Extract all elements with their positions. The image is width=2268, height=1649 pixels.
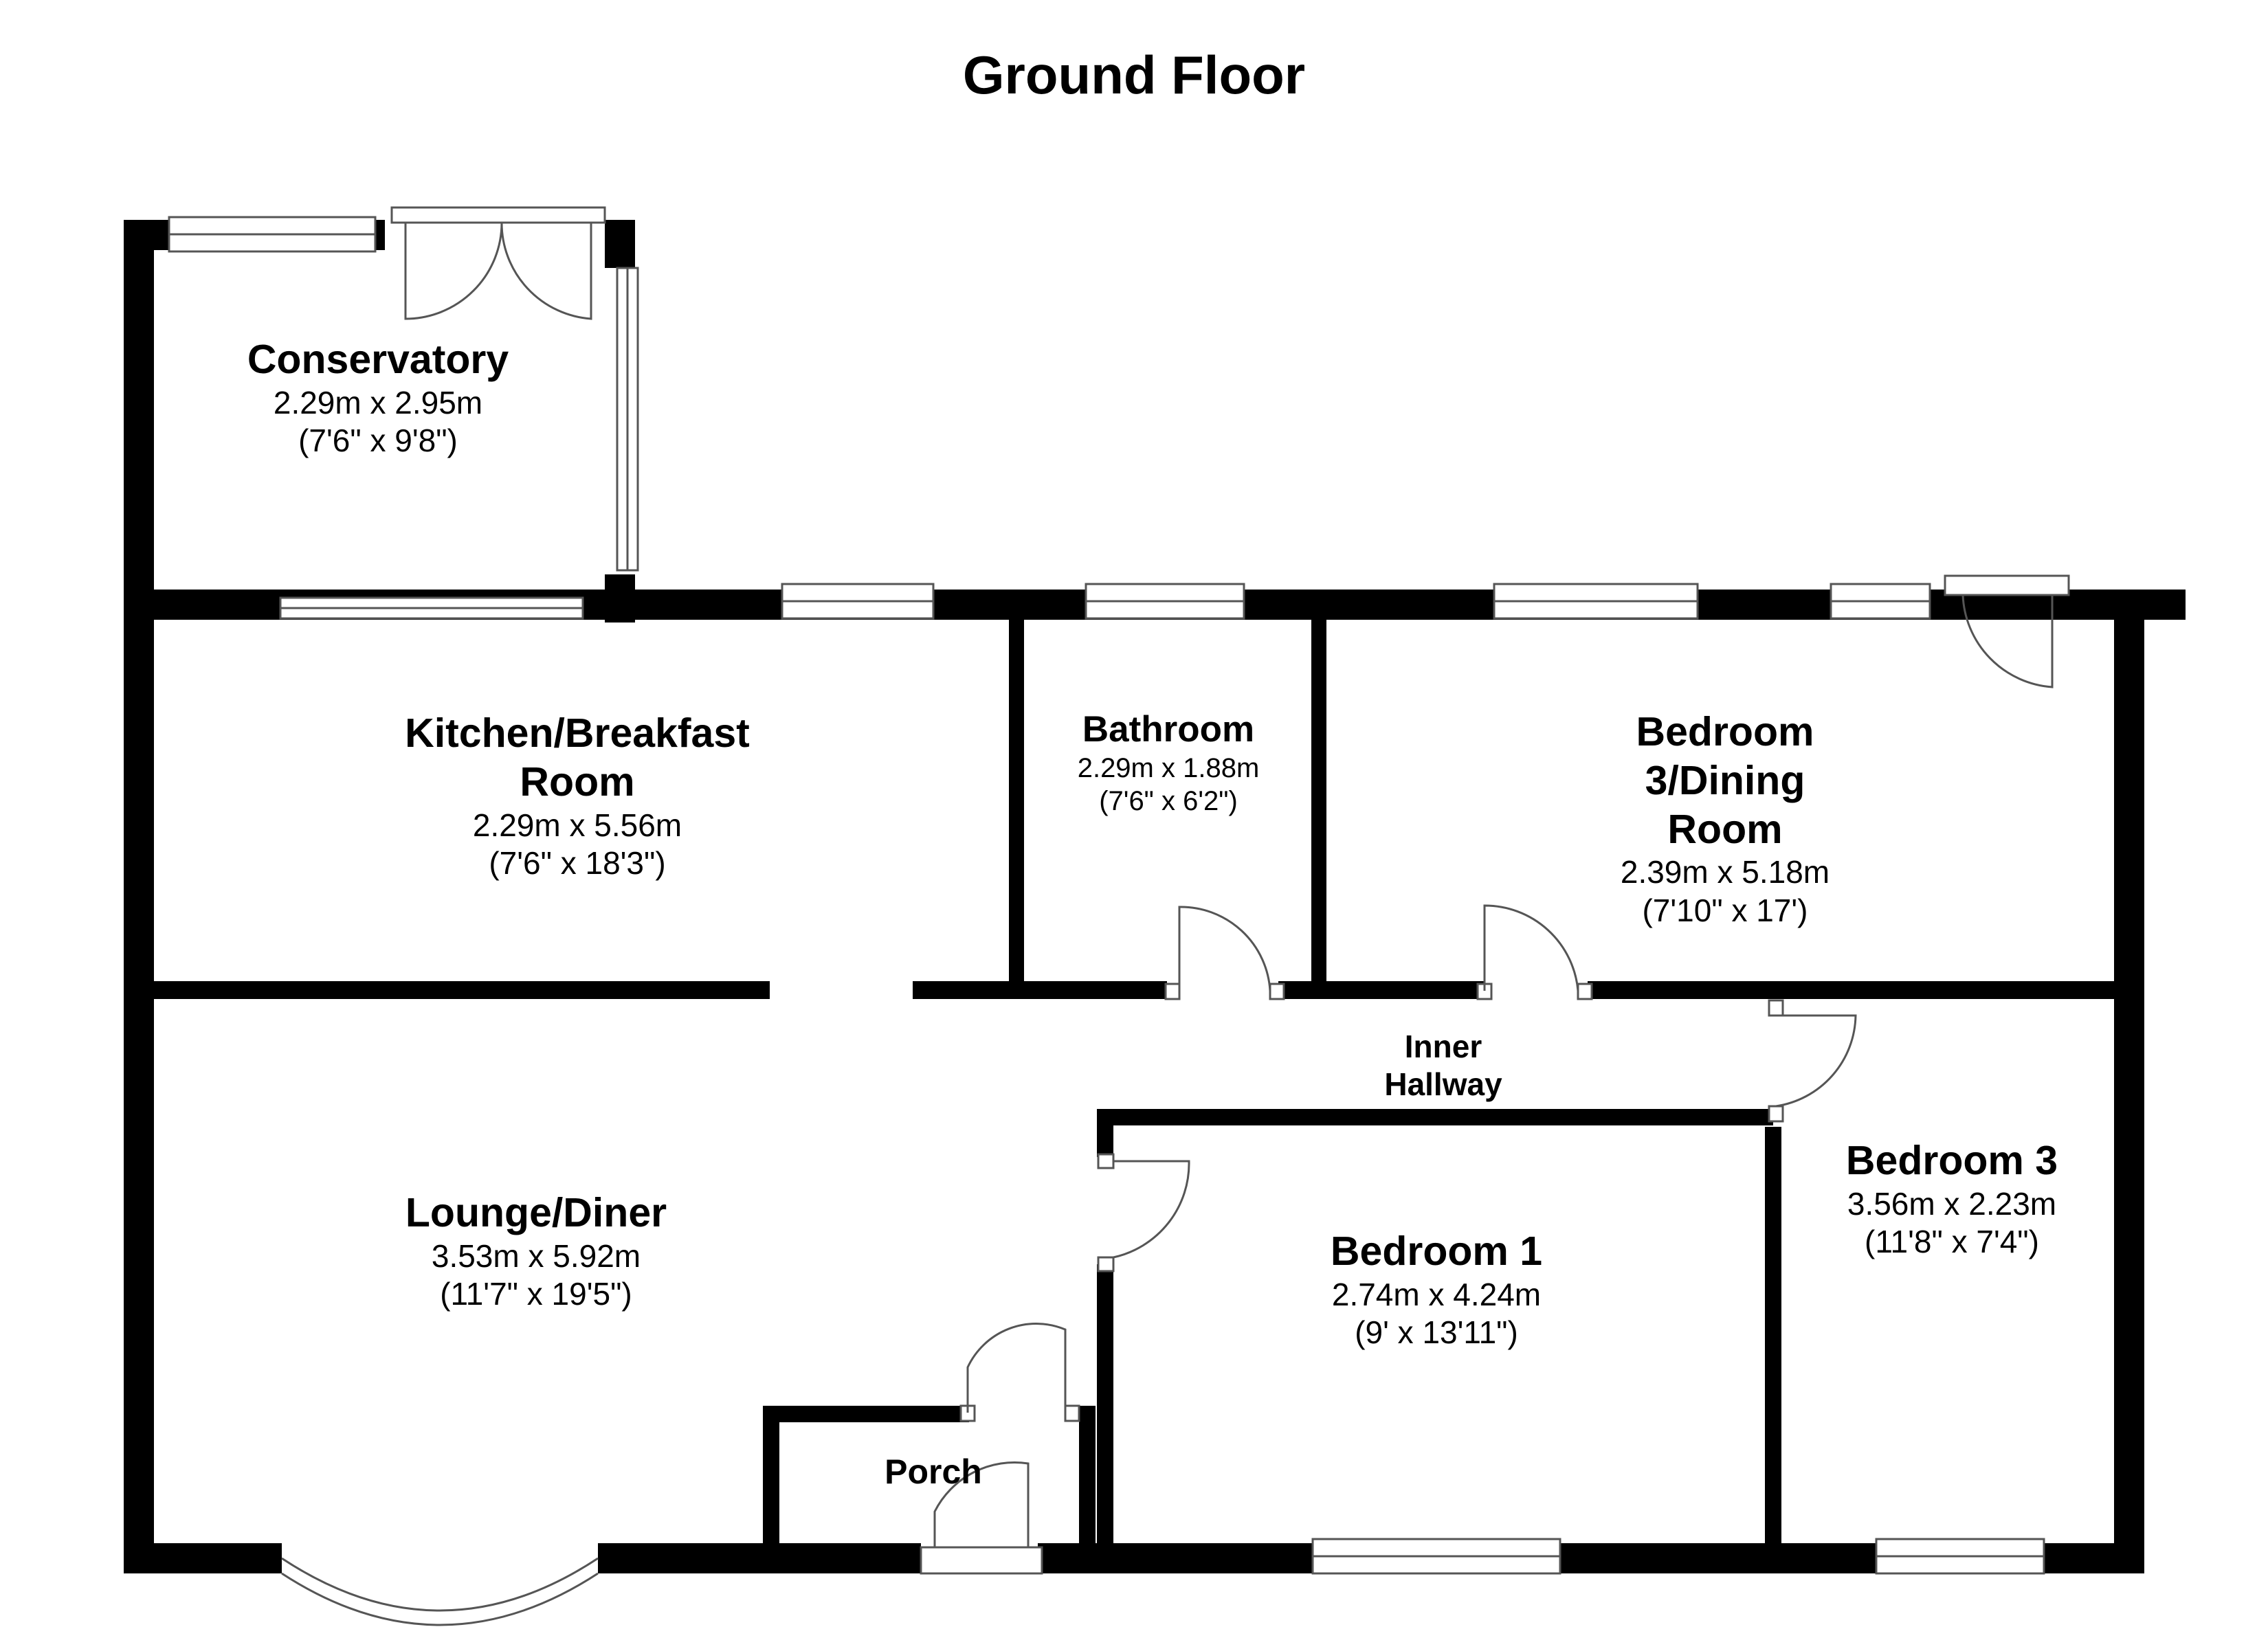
room-dimensions-metric: 2.74m x 4.24m: [1331, 1276, 1542, 1312]
wall-east: [2114, 590, 2144, 1573]
room-label-conservatory: Conservatory 2.29m x 2.95m (7'6" x 9'8"): [241, 335, 515, 460]
room-name: Porch: [885, 1452, 982, 1491]
room-dimensions-imperial: (7'6" x 6'2"): [1099, 785, 1238, 816]
room-label-lounge: Lounge/Diner 3.53m x 5.92m (11'7" x 19'5…: [371, 1189, 701, 1313]
wall-porch-east: [1079, 1406, 1096, 1557]
wall-hall-bed1-north: [1097, 1109, 1773, 1125]
floor-title: Ground Floor: [962, 45, 1306, 105]
room-name: Bathroom: [1082, 709, 1255, 750]
room-dimensions-imperial: (7'6" x 9'8"): [298, 422, 458, 458]
room-name: Conservatory: [247, 337, 509, 382]
window-bedroom-dining-north: [1493, 583, 1699, 620]
door-bathroom: [1164, 906, 1285, 1000]
wall-kitchen-lounge: [154, 981, 770, 999]
wall-west: [124, 220, 154, 1573]
window-conservatory-east: [616, 267, 639, 572]
door-porch-front: [920, 1461, 1043, 1575]
room-dimensions-metric: 3.53m x 5.92m: [431, 1237, 641, 1274]
room-label-bedroom3: Bedroom 3 3.56m x 2.23m (11'8" x 7'4"): [1814, 1136, 2089, 1261]
door-porch-inner: [959, 1323, 1080, 1422]
wall-kitchen-bath: [913, 981, 1167, 999]
wall-bed1-east: [1765, 1127, 1781, 1560]
room-name-line2: Room: [520, 759, 635, 805]
room-dimensions-imperial: (9' x 13'11"): [1355, 1314, 1518, 1350]
wall-conservatory-east-post: [605, 220, 635, 268]
room-label-inner-hallway: Inner Hallway: [1306, 1028, 1581, 1103]
door-bedroom-dining-internal: [1476, 904, 1593, 1000]
wall-south-mid: [598, 1543, 921, 1573]
wall-hall-bed1-west-top: [1097, 1109, 1113, 1157]
window-bathroom-north: [1085, 583, 1245, 620]
room-name-line2: 3/Dining: [1645, 757, 1805, 803]
room-dimensions-metric: 2.29m x 5.56m: [472, 807, 682, 843]
room-dimensions-imperial: (11'7" x 19'5"): [440, 1275, 632, 1312]
room-name-line1: Bedroom: [1636, 709, 1814, 754]
room-label-bathroom: Bathroom 2.29m x 1.88m (7'6" x 6'2"): [1031, 708, 1306, 818]
room-dimensions-imperial: (7'6" x 18'3"): [489, 844, 666, 881]
doors: [390, 206, 2070, 1575]
room-name-line2: Hallway: [1384, 1066, 1502, 1103]
room-label-kitchen: Kitchen/Breakfast Room 2.29m x 5.56m (7'…: [371, 709, 783, 882]
wall-porch-north: [763, 1406, 969, 1422]
room-dimensions-metric: 2.29m x 2.95m: [273, 384, 483, 420]
door-bedroom1: [1097, 1153, 1190, 1272]
room-label-bedroom1: Bedroom 1 2.74m x 4.24m (9' x 13'11"): [1299, 1227, 1574, 1351]
wall-bath-south: [1278, 981, 1485, 999]
wall-bath-west: [1009, 618, 1024, 996]
window-bedroom-dining-north-small: [1830, 583, 1931, 620]
room-name-line1: Inner: [1404, 1029, 1482, 1064]
wall-bed1-west: [1097, 1264, 1113, 1553]
window-bedroom1-south: [1311, 1538, 1561, 1575]
window-kitchen-north: [781, 583, 935, 620]
door-bedroom-dining-external: [1944, 574, 2070, 688]
room-dimensions-metric: 2.29m x 1.88m: [1077, 752, 1260, 783]
windows: [168, 216, 2045, 1575]
door-bedroom3: [1768, 999, 1857, 1123]
bay-window-lounge: [281, 1557, 599, 1626]
room-label-porch: Porch: [796, 1451, 1071, 1492]
room-name: Bedroom 3: [1845, 1138, 2058, 1183]
room-label-bedroom-dining: Bedroom 3/Dining Room 2.39m x 5.18m (7'1…: [1588, 708, 1863, 930]
room-dimensions-imperial: (11'8" x 7'4"): [1865, 1223, 2039, 1259]
room-dimensions-metric: 3.56m x 2.23m: [1847, 1185, 2057, 1222]
wall-south-left: [124, 1543, 282, 1573]
room-dimensions-imperial: (7'10" x 17'): [1642, 892, 1808, 928]
wall-porch-west: [763, 1406, 779, 1557]
wall-bath-east: [1311, 618, 1326, 996]
room-name-line3: Room: [1667, 806, 1783, 852]
room-name-line1: Kitchen/Breakfast: [405, 710, 750, 756]
window-conservatory-north: [168, 216, 377, 253]
room-dimensions-metric: 2.39m x 5.18m: [1620, 854, 1830, 890]
wall-bed3-south: [1588, 981, 2131, 999]
room-name: Bedroom 1: [1330, 1229, 1543, 1274]
room-name: Lounge/Diner: [405, 1190, 667, 1235]
door-conservatory-french: [390, 206, 606, 320]
window-kitchen-conservatory: [279, 596, 584, 620]
window-bedroom3-south: [1875, 1538, 2045, 1575]
